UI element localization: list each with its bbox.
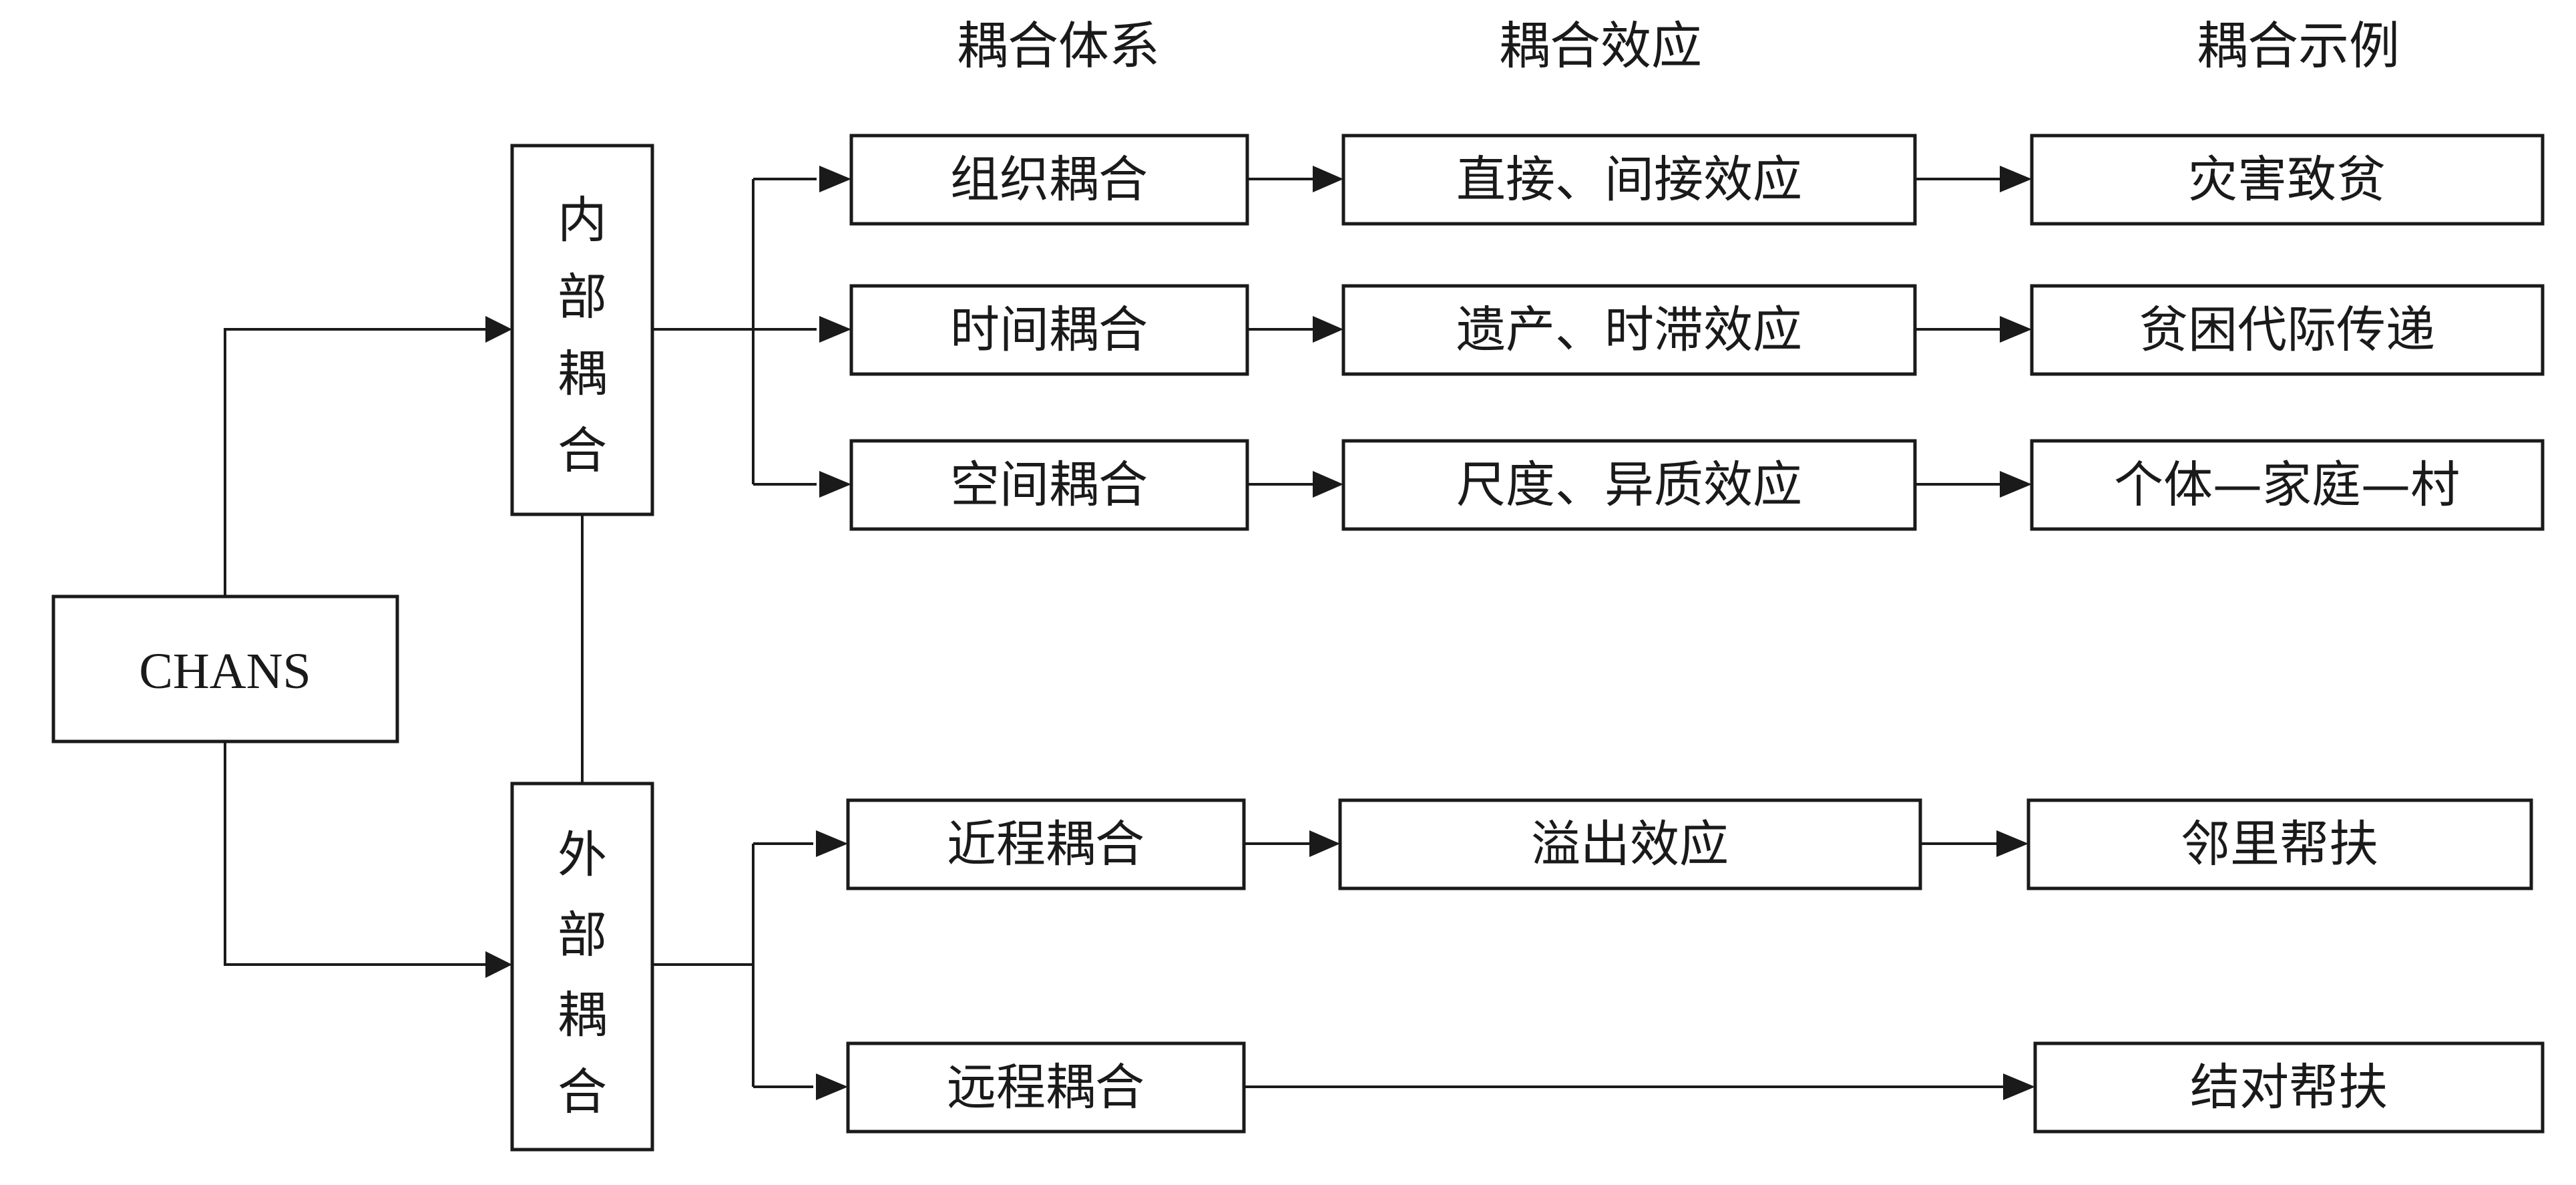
row-temporal: 时间耦合 遗产、时滞效应 贫困代际传递 xyxy=(849,284,2545,376)
system-label-spatial: 空间耦合 xyxy=(950,456,1148,514)
arrowhead-to-remote xyxy=(816,1073,848,1100)
system-box-temporal xyxy=(849,284,1249,376)
internal-coupling-box xyxy=(510,144,654,516)
internal-char-2: 部 xyxy=(558,269,607,326)
example-box-proximal xyxy=(2026,798,2533,890)
system-box-organization xyxy=(849,134,1249,226)
effect-label-temporal: 遗产、时滞效应 xyxy=(1456,301,1802,359)
effect-box-temporal xyxy=(1341,284,1917,376)
internal-coupling-node: 内 部 耦 合 xyxy=(510,144,654,516)
arrowhead-to-spatial xyxy=(819,471,851,498)
arrowhead-to-effect-proximal xyxy=(1309,830,1340,857)
example-label-temporal: 贫困代际传递 xyxy=(2139,301,2435,359)
system-box-proximal xyxy=(846,798,1246,890)
system-label-temporal: 时间耦合 xyxy=(950,301,1148,359)
arrowhead-to-organization xyxy=(819,166,851,192)
arrowhead-to-effect-spatial xyxy=(1313,471,1343,498)
header-coupling-system: 耦合体系 xyxy=(957,16,1160,75)
example-box-organization xyxy=(2030,134,2545,226)
connector-root-internal xyxy=(224,328,489,597)
row-proximal: 近程耦合 溢出效应 邻里帮扶 xyxy=(846,798,2533,890)
effect-box-organization xyxy=(1341,134,1917,226)
root-box xyxy=(51,595,399,743)
row-organization: 组织耦合 直接、间接效应 灾害致贫 xyxy=(849,134,2545,226)
arrowhead-to-example-temporal xyxy=(2000,316,2032,343)
arrowhead-to-effect-temporal xyxy=(1313,316,1343,343)
effect-label-proximal: 溢出效应 xyxy=(1531,816,1729,873)
effect-box-proximal xyxy=(1338,798,1922,890)
external-coupling-node: 外 部 耦 合 xyxy=(510,782,654,1152)
header-coupling-effect: 耦合效应 xyxy=(1499,16,1702,75)
external-char-4: 合 xyxy=(558,1063,607,1121)
external-char-1: 外 xyxy=(558,826,607,884)
arrowhead-to-effect-organization xyxy=(1313,166,1343,192)
arrowhead-to-internal xyxy=(485,316,512,343)
external-char-3: 耦 xyxy=(558,987,607,1044)
example-label-proximal: 邻里帮扶 xyxy=(2181,816,2378,873)
arrowheads xyxy=(485,166,2035,1100)
header-coupling-example: 耦合示例 xyxy=(2197,16,2400,75)
arrowhead-to-proximal xyxy=(816,830,848,857)
system-box-spatial xyxy=(849,439,1249,531)
example-label-remote: 结对帮扶 xyxy=(2190,1059,2388,1116)
example-label-organization: 灾害致贫 xyxy=(2188,151,2386,208)
effect-box-spatial xyxy=(1341,439,1917,531)
system-label-remote: 远程耦合 xyxy=(947,1059,1144,1116)
root-node: CHANS xyxy=(51,595,399,743)
system-box-remote xyxy=(846,1041,1246,1134)
system-label-organization: 组织耦合 xyxy=(950,151,1148,208)
effect-label-spatial: 尺度、异质效应 xyxy=(1456,456,1802,514)
arrowhead-to-example-organization xyxy=(2000,166,2032,192)
row-spatial: 空间耦合 尺度、异质效应 个体—家庭—村 xyxy=(849,439,2545,531)
arrowhead-to-example-remote xyxy=(2003,1073,2035,1100)
arrowhead-to-example-proximal xyxy=(1996,830,2028,857)
arrowhead-to-external xyxy=(485,951,512,978)
example-box-temporal xyxy=(2030,284,2545,376)
row-remote: 远程耦合 结对帮扶 xyxy=(846,1041,2545,1134)
arrowhead-to-temporal xyxy=(819,316,851,343)
external-char-2: 部 xyxy=(558,906,607,964)
effect-label-organization: 直接、间接效应 xyxy=(1456,151,1802,208)
internal-char-4: 合 xyxy=(558,422,607,480)
internal-char-1: 内 xyxy=(558,192,607,249)
example-label-spatial: 个体—家庭—村 xyxy=(2114,456,2460,514)
example-box-spatial xyxy=(2030,439,2545,531)
external-coupling-box xyxy=(510,782,654,1152)
internal-char-3: 耦 xyxy=(558,345,607,403)
root-label: CHANS xyxy=(139,643,311,699)
example-box-remote xyxy=(2033,1041,2545,1134)
connectors xyxy=(224,178,2012,1088)
arrowhead-to-example-spatial xyxy=(2000,471,2032,498)
system-label-proximal: 近程耦合 xyxy=(947,816,1144,873)
connector-root-external xyxy=(224,741,489,966)
